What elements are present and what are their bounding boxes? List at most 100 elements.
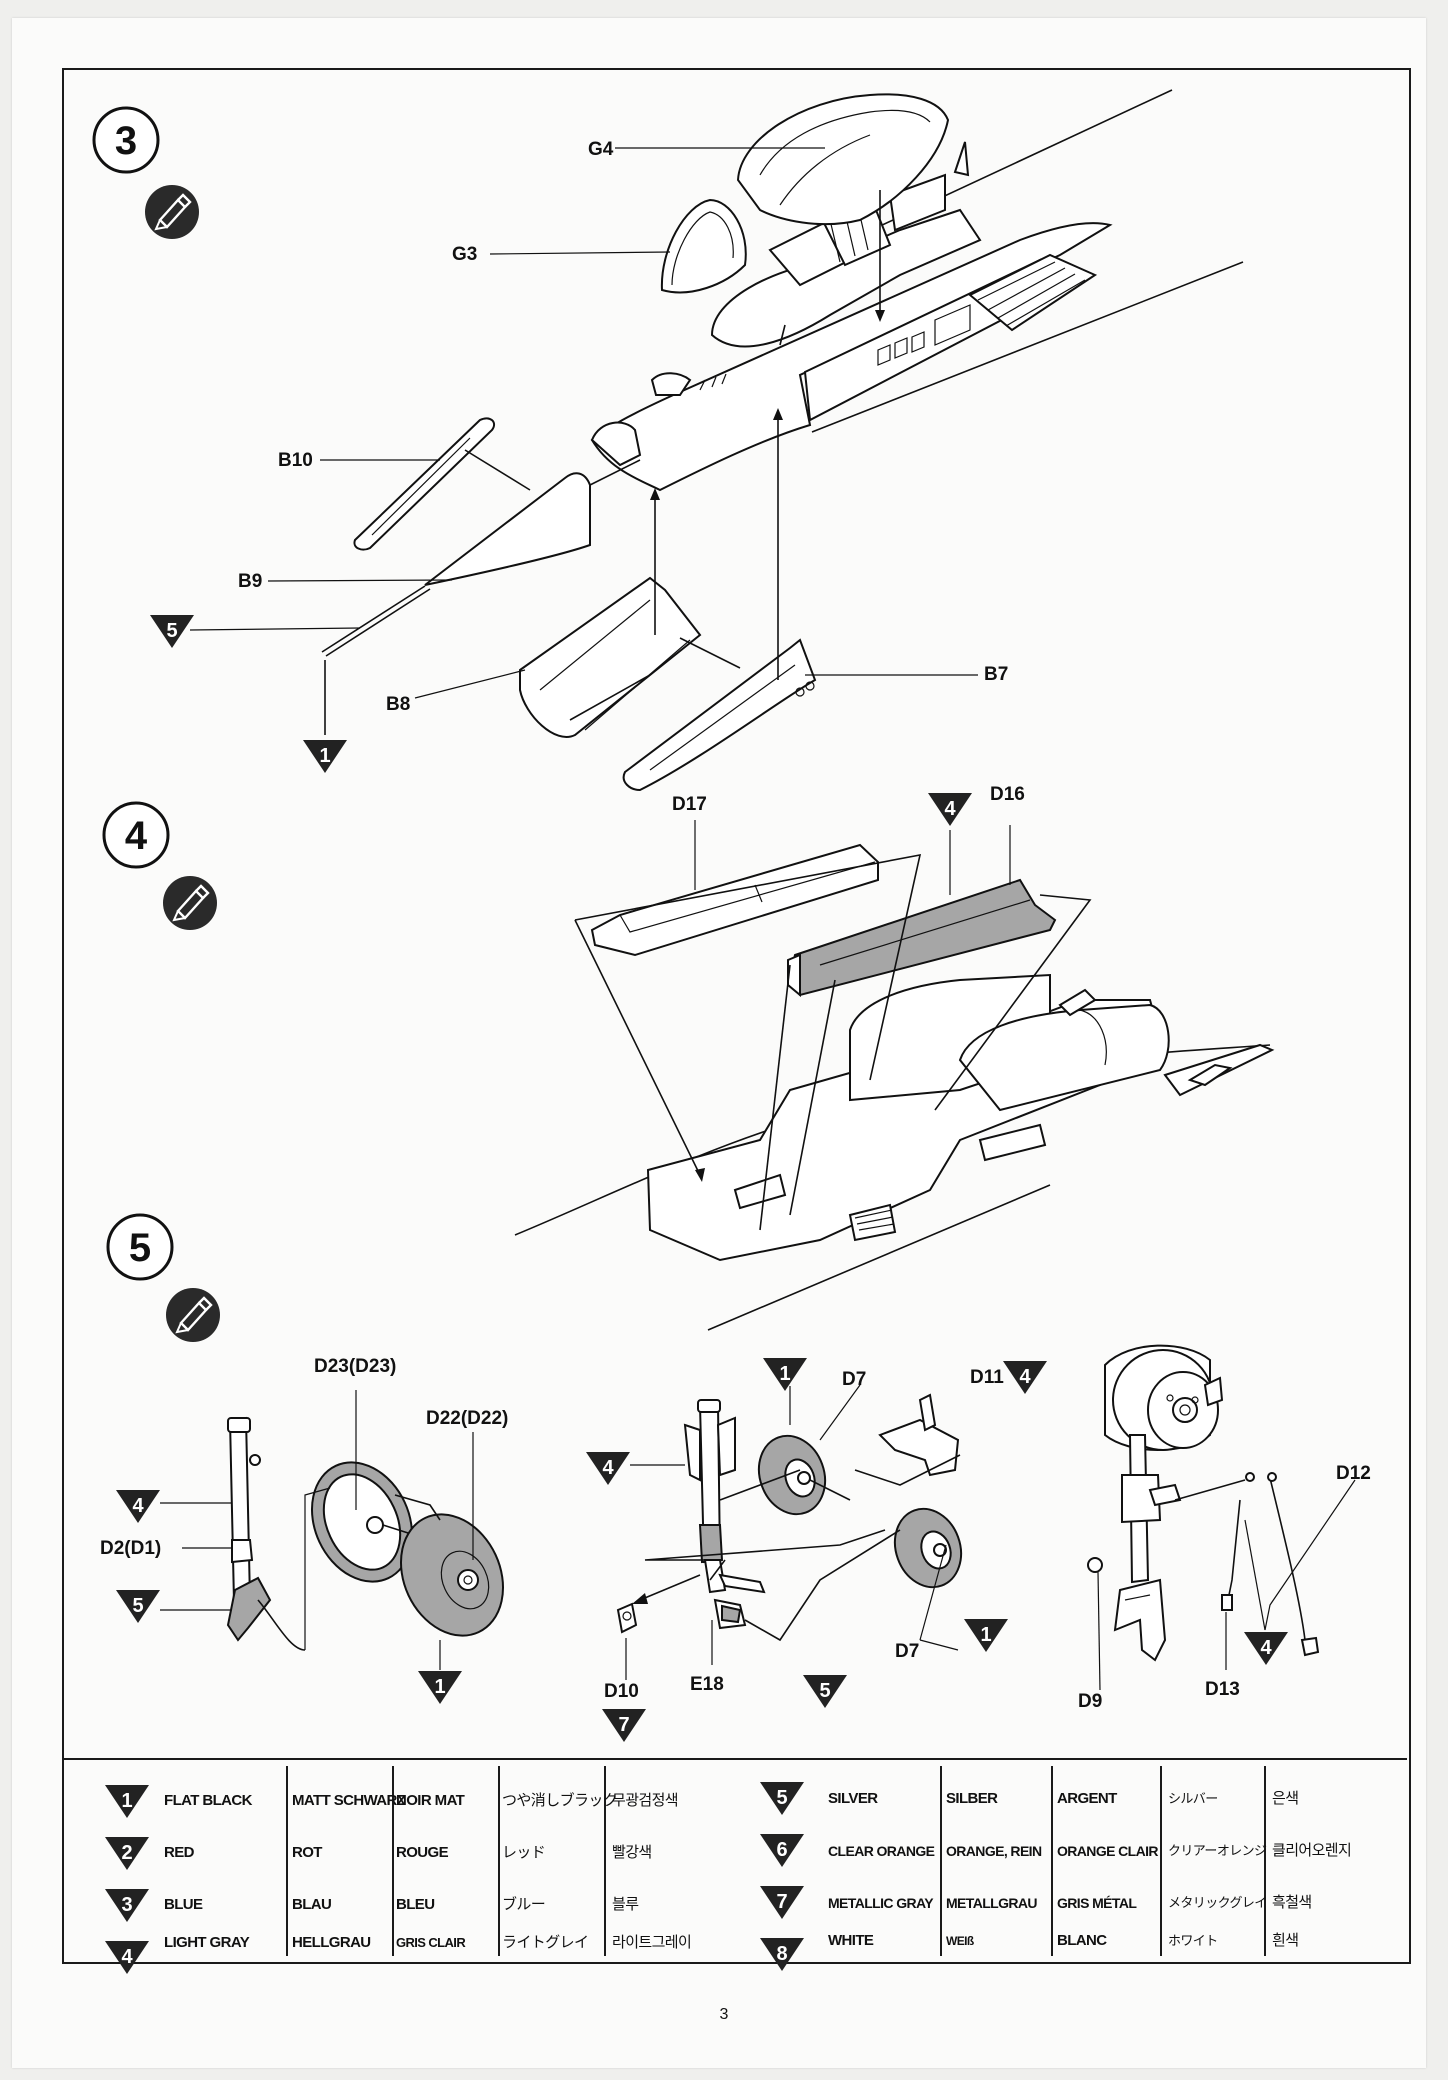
color-table-markers: 1 2 3 4 5 6 7 8 (105, 1782, 804, 1974)
paint-color-table: FLAT BLACK MATT SCHWARZ NOIR MAT つや消しブラッ… (62, 1758, 1407, 1962)
color-name-ja: つや消しブラック (502, 1792, 618, 1809)
fuselage-drawing (590, 89, 1244, 492)
color-marker-flat-black: 1 (303, 740, 347, 773)
color-marker-silver: 5 (803, 1675, 847, 1708)
label-d17: D17 (672, 794, 707, 815)
right-gear-assembly (1087, 1344, 1320, 1691)
label-g4: G4 (588, 139, 614, 160)
main-gear-assembly (616, 1393, 963, 1642)
color-name-ko: 무광검정색 (612, 1792, 679, 1809)
part-b8 (519, 576, 702, 738)
svg-text:5: 5 (776, 1787, 787, 1809)
color-row: WHITE WEIß BLANC ホワイト 흰색 (62, 1930, 1407, 1960)
table-divider (1264, 1766, 1266, 1956)
instruction-sheet (12, 18, 1426, 2068)
color-name-ko: 클리어오렌지 (1272, 1842, 1352, 1859)
svg-text:4: 4 (1260, 1637, 1272, 1659)
color-name-de: MATT SCHWARZ (292, 1792, 406, 1809)
color-name-fr: ORANGE CLAIR (1057, 1843, 1159, 1859)
color-row: RED ROT ROUGE レッド 빨강색 (62, 1828, 1407, 1878)
svg-text:4: 4 (125, 814, 148, 858)
color-name-de: WEIß (946, 1934, 974, 1948)
color-name-de: SILBER (946, 1790, 998, 1807)
svg-text:1: 1 (434, 1676, 445, 1698)
color-name-fr: GRIS CLAIR (396, 1935, 466, 1950)
color-name-de: BLAU (292, 1896, 332, 1913)
color-marker-light-gray: 4 (586, 1452, 630, 1485)
svg-text:7: 7 (618, 1714, 629, 1736)
label-d11: D11 (970, 1367, 1004, 1388)
color-name-fr: ROUGE (396, 1844, 449, 1861)
step-3: 3 (92, 89, 1244, 792)
color-marker-light-gray: 4 (1244, 1632, 1288, 1665)
page-number: 3 (719, 2006, 729, 2023)
color-name-fr: NOIR MAT (396, 1792, 465, 1809)
nose-gear-assembly (226, 1416, 505, 1651)
color-marker-light-gray: 4 (928, 793, 972, 826)
label-b7: B7 (984, 664, 1008, 685)
color-marker-flat-black: 1 (763, 1358, 807, 1391)
step-5-number: 5 (106, 1213, 174, 1281)
instruction-frame (62, 68, 1411, 1964)
color-name-en: RED (164, 1844, 194, 1861)
svg-text:1: 1 (980, 1624, 991, 1646)
step-4-number: 4 (102, 801, 170, 869)
color-name-ja: ライトグレイ (502, 1934, 589, 1951)
color-name-en: BLUE (164, 1896, 203, 1913)
color-name-ko: 은색 (1272, 1790, 1299, 1807)
label-d7-lower: D7 (895, 1641, 919, 1662)
color-name-de: METALLGRAU (946, 1895, 1038, 1911)
label-d22: D22(D22) (426, 1408, 508, 1429)
table-divider (392, 1766, 394, 1956)
color-name-en: LIGHT GRAY (164, 1934, 250, 1951)
table-divider (604, 1766, 606, 1956)
color-name-fr: GRIS MÉTAL (1057, 1895, 1137, 1911)
svg-text:4: 4 (121, 1946, 133, 1968)
table-divider (286, 1766, 288, 1956)
label-d10: D10 (604, 1681, 639, 1702)
svg-text:4: 4 (1019, 1366, 1031, 1388)
color-name-fr: BLANC (1057, 1932, 1107, 1949)
part-b9-nose-cone (424, 472, 591, 586)
svg-text:5: 5 (819, 1680, 830, 1702)
svg-text:1: 1 (779, 1363, 790, 1385)
part-d17 (590, 843, 879, 957)
table-divider (1160, 1766, 1162, 1956)
color-name-en: CLEAR ORANGE (828, 1843, 935, 1859)
label-b8: B8 (386, 694, 410, 715)
color-marker-light-gray: 4 (1003, 1361, 1047, 1394)
step-5: 5 D23(D23) (100, 1213, 1371, 1742)
svg-text:4: 4 (602, 1457, 614, 1479)
color-name-en: WHITE (828, 1932, 874, 1949)
label-d9: D9 (1078, 1691, 1102, 1712)
color-name-ja: レッド (502, 1844, 546, 1861)
color-marker-flat-black: 1 (418, 1671, 462, 1704)
svg-text:1: 1 (319, 745, 330, 767)
svg-text:1: 1 (121, 1790, 132, 1812)
label-e18: E18 (690, 1674, 724, 1695)
part-b7 (622, 638, 817, 792)
label-d23: D23(D23) (314, 1356, 396, 1377)
color-marker-silver: 5 (150, 615, 194, 648)
color-name-ja: メタリックグレイ (1168, 1895, 1267, 1910)
color-name-ko: 블루 (612, 1896, 639, 1913)
svg-text:3: 3 (115, 119, 137, 163)
table-divider (1051, 1766, 1053, 1956)
color-name-en: SILVER (828, 1790, 878, 1807)
label-d16: D16 (990, 784, 1025, 805)
color-name-ja: ホワイト (1168, 1933, 1218, 1948)
label-b10: B10 (278, 450, 313, 471)
color-row: FLAT BLACK MATT SCHWARZ NOIR MAT つや消しブラッ… (62, 1776, 1407, 1826)
svg-text:3: 3 (121, 1894, 132, 1916)
label-d12: D12 (1336, 1463, 1371, 1484)
color-row: BLUE BLAU BLEU ブルー 블루 (62, 1880, 1407, 1930)
cement-bottle-icon (143, 183, 201, 241)
svg-text:4: 4 (132, 1495, 144, 1517)
color-row: SILVER SILBER ARGENT シルバー 은색 (62, 1774, 1407, 1824)
color-name-en: METALLIC GRAY (828, 1895, 934, 1911)
color-name-ko: 흑철색 (1272, 1894, 1312, 1911)
table-divider (940, 1766, 942, 1956)
color-row: LIGHT GRAY HELLGRAU GRIS CLAIR ライトグレイ 라이… (62, 1932, 1407, 1962)
color-name-ja: シルバー (1168, 1791, 1218, 1806)
